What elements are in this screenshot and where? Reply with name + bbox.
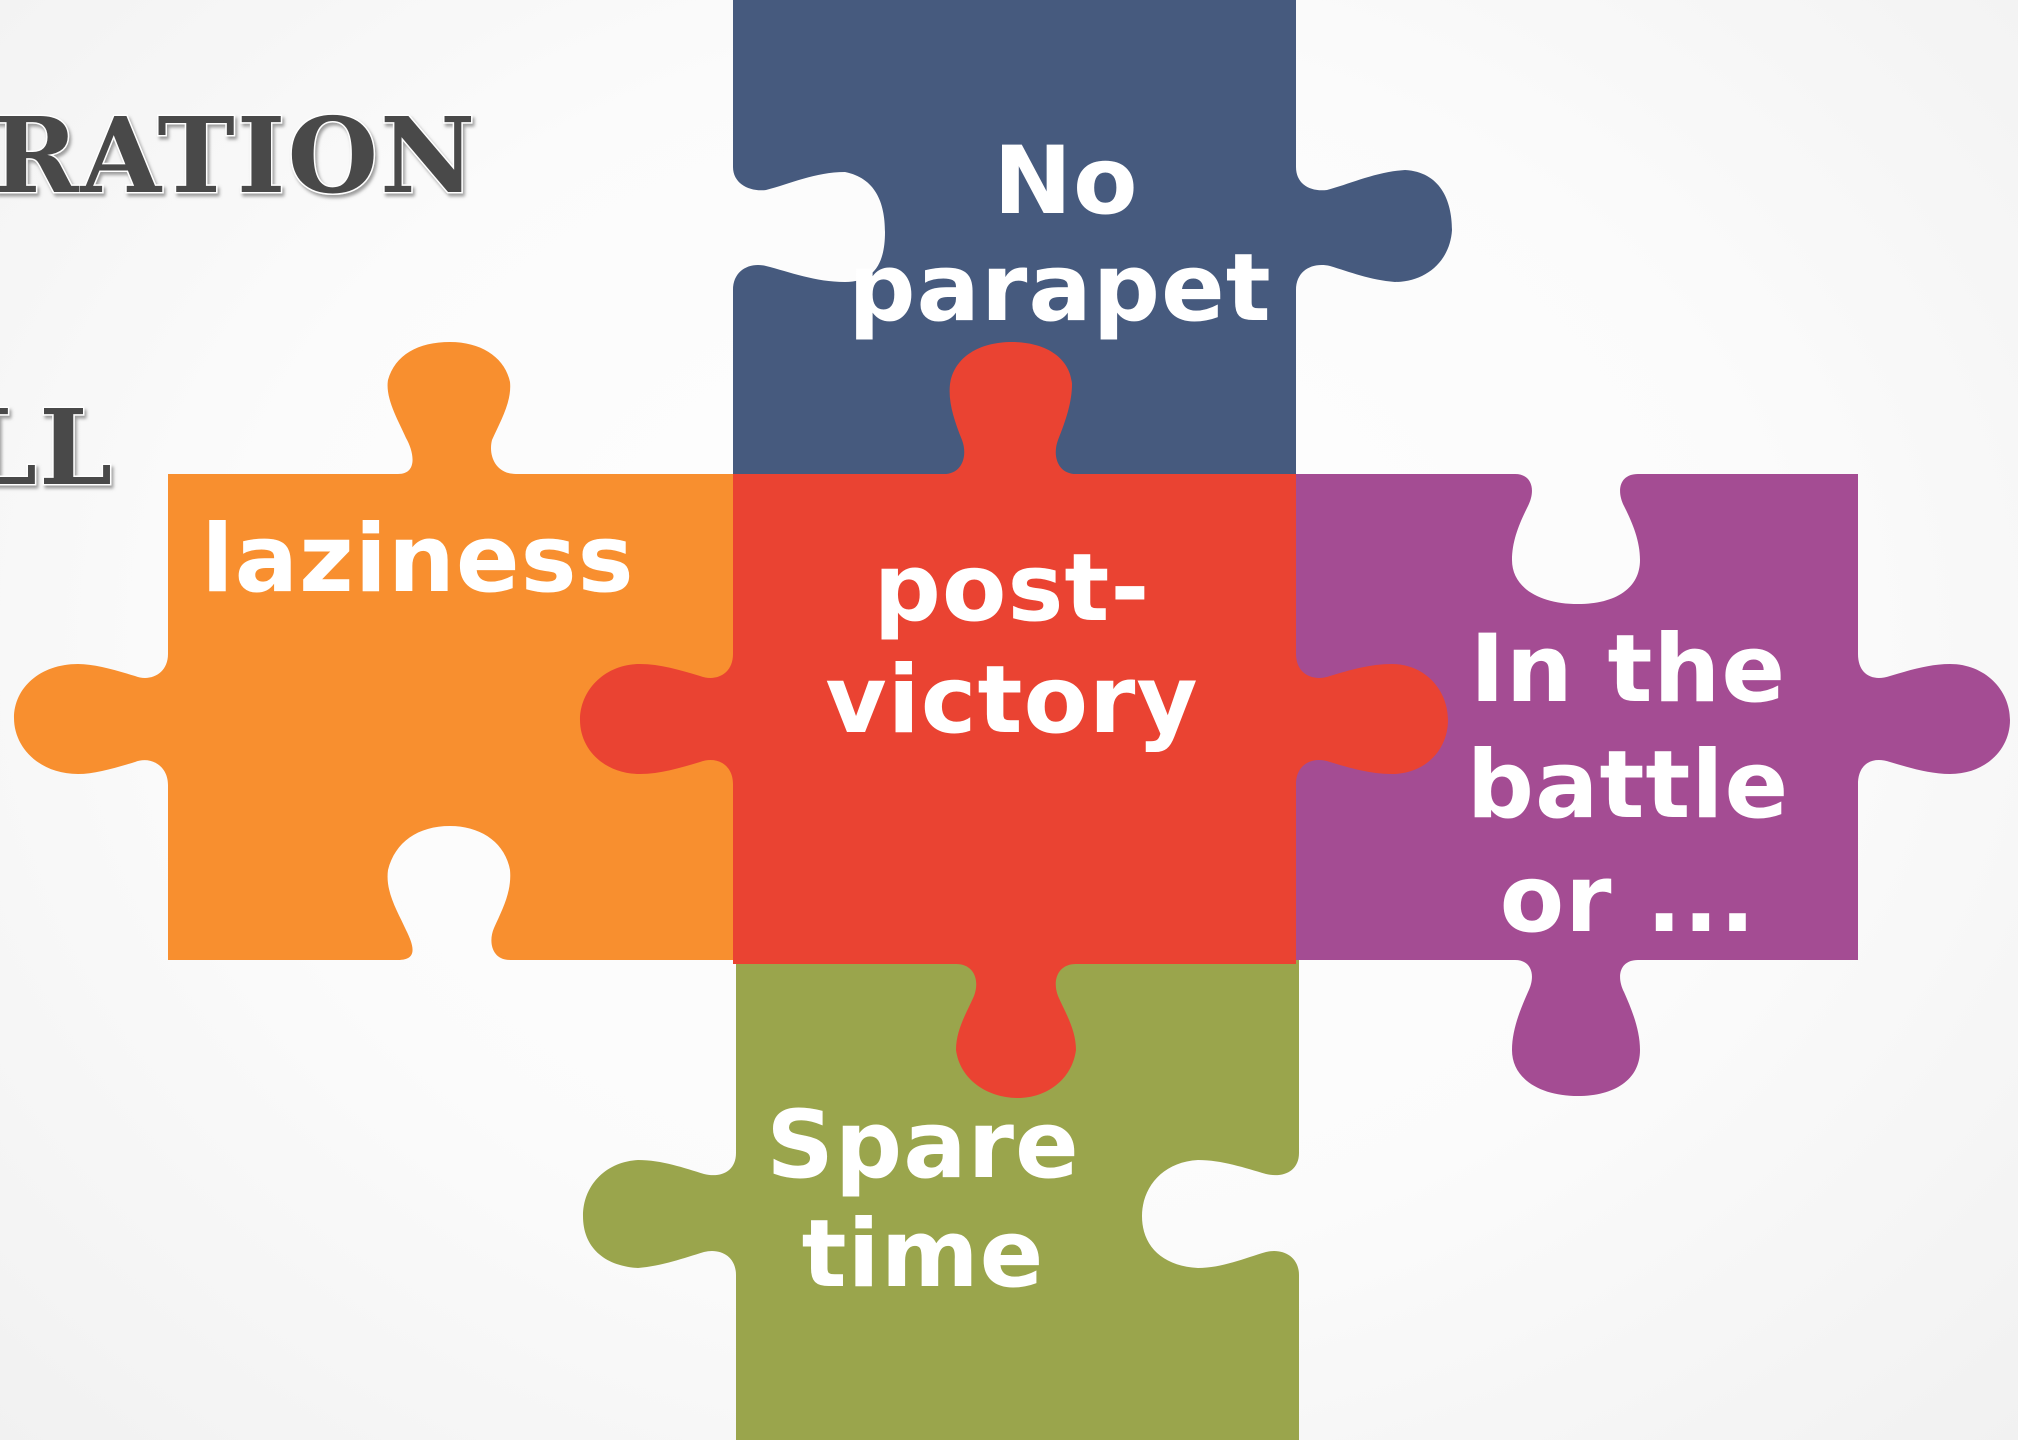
piece-label-left: laziness <box>201 505 634 614</box>
puzzle-piece-bottom <box>583 960 1299 1440</box>
piece-label-right-line2: battle <box>1467 731 1790 840</box>
piece-label-bottom-line1: Spare <box>766 1091 1080 1200</box>
puzzle-piece-top <box>733 0 1452 474</box>
piece-label-bottom-line2: time <box>802 1200 1045 1309</box>
title-fragment-top: RATION <box>0 94 477 217</box>
puzzle-piece-right <box>1296 474 2010 1096</box>
puzzle-piece-left <box>14 342 733 960</box>
puzzle-piece-center <box>580 342 1448 1098</box>
title-fragment-bottom: LL <box>0 386 114 509</box>
piece-label-right-line1: In the <box>1470 615 1786 724</box>
piece-label-right-line3: or ... <box>1500 845 1757 954</box>
piece-label-top-line1: No <box>993 127 1138 236</box>
piece-label-center-line2: victory <box>825 646 1198 755</box>
piece-label-top-line2: parapet <box>848 234 1271 343</box>
piece-label-center-line1: post- <box>874 534 1151 643</box>
